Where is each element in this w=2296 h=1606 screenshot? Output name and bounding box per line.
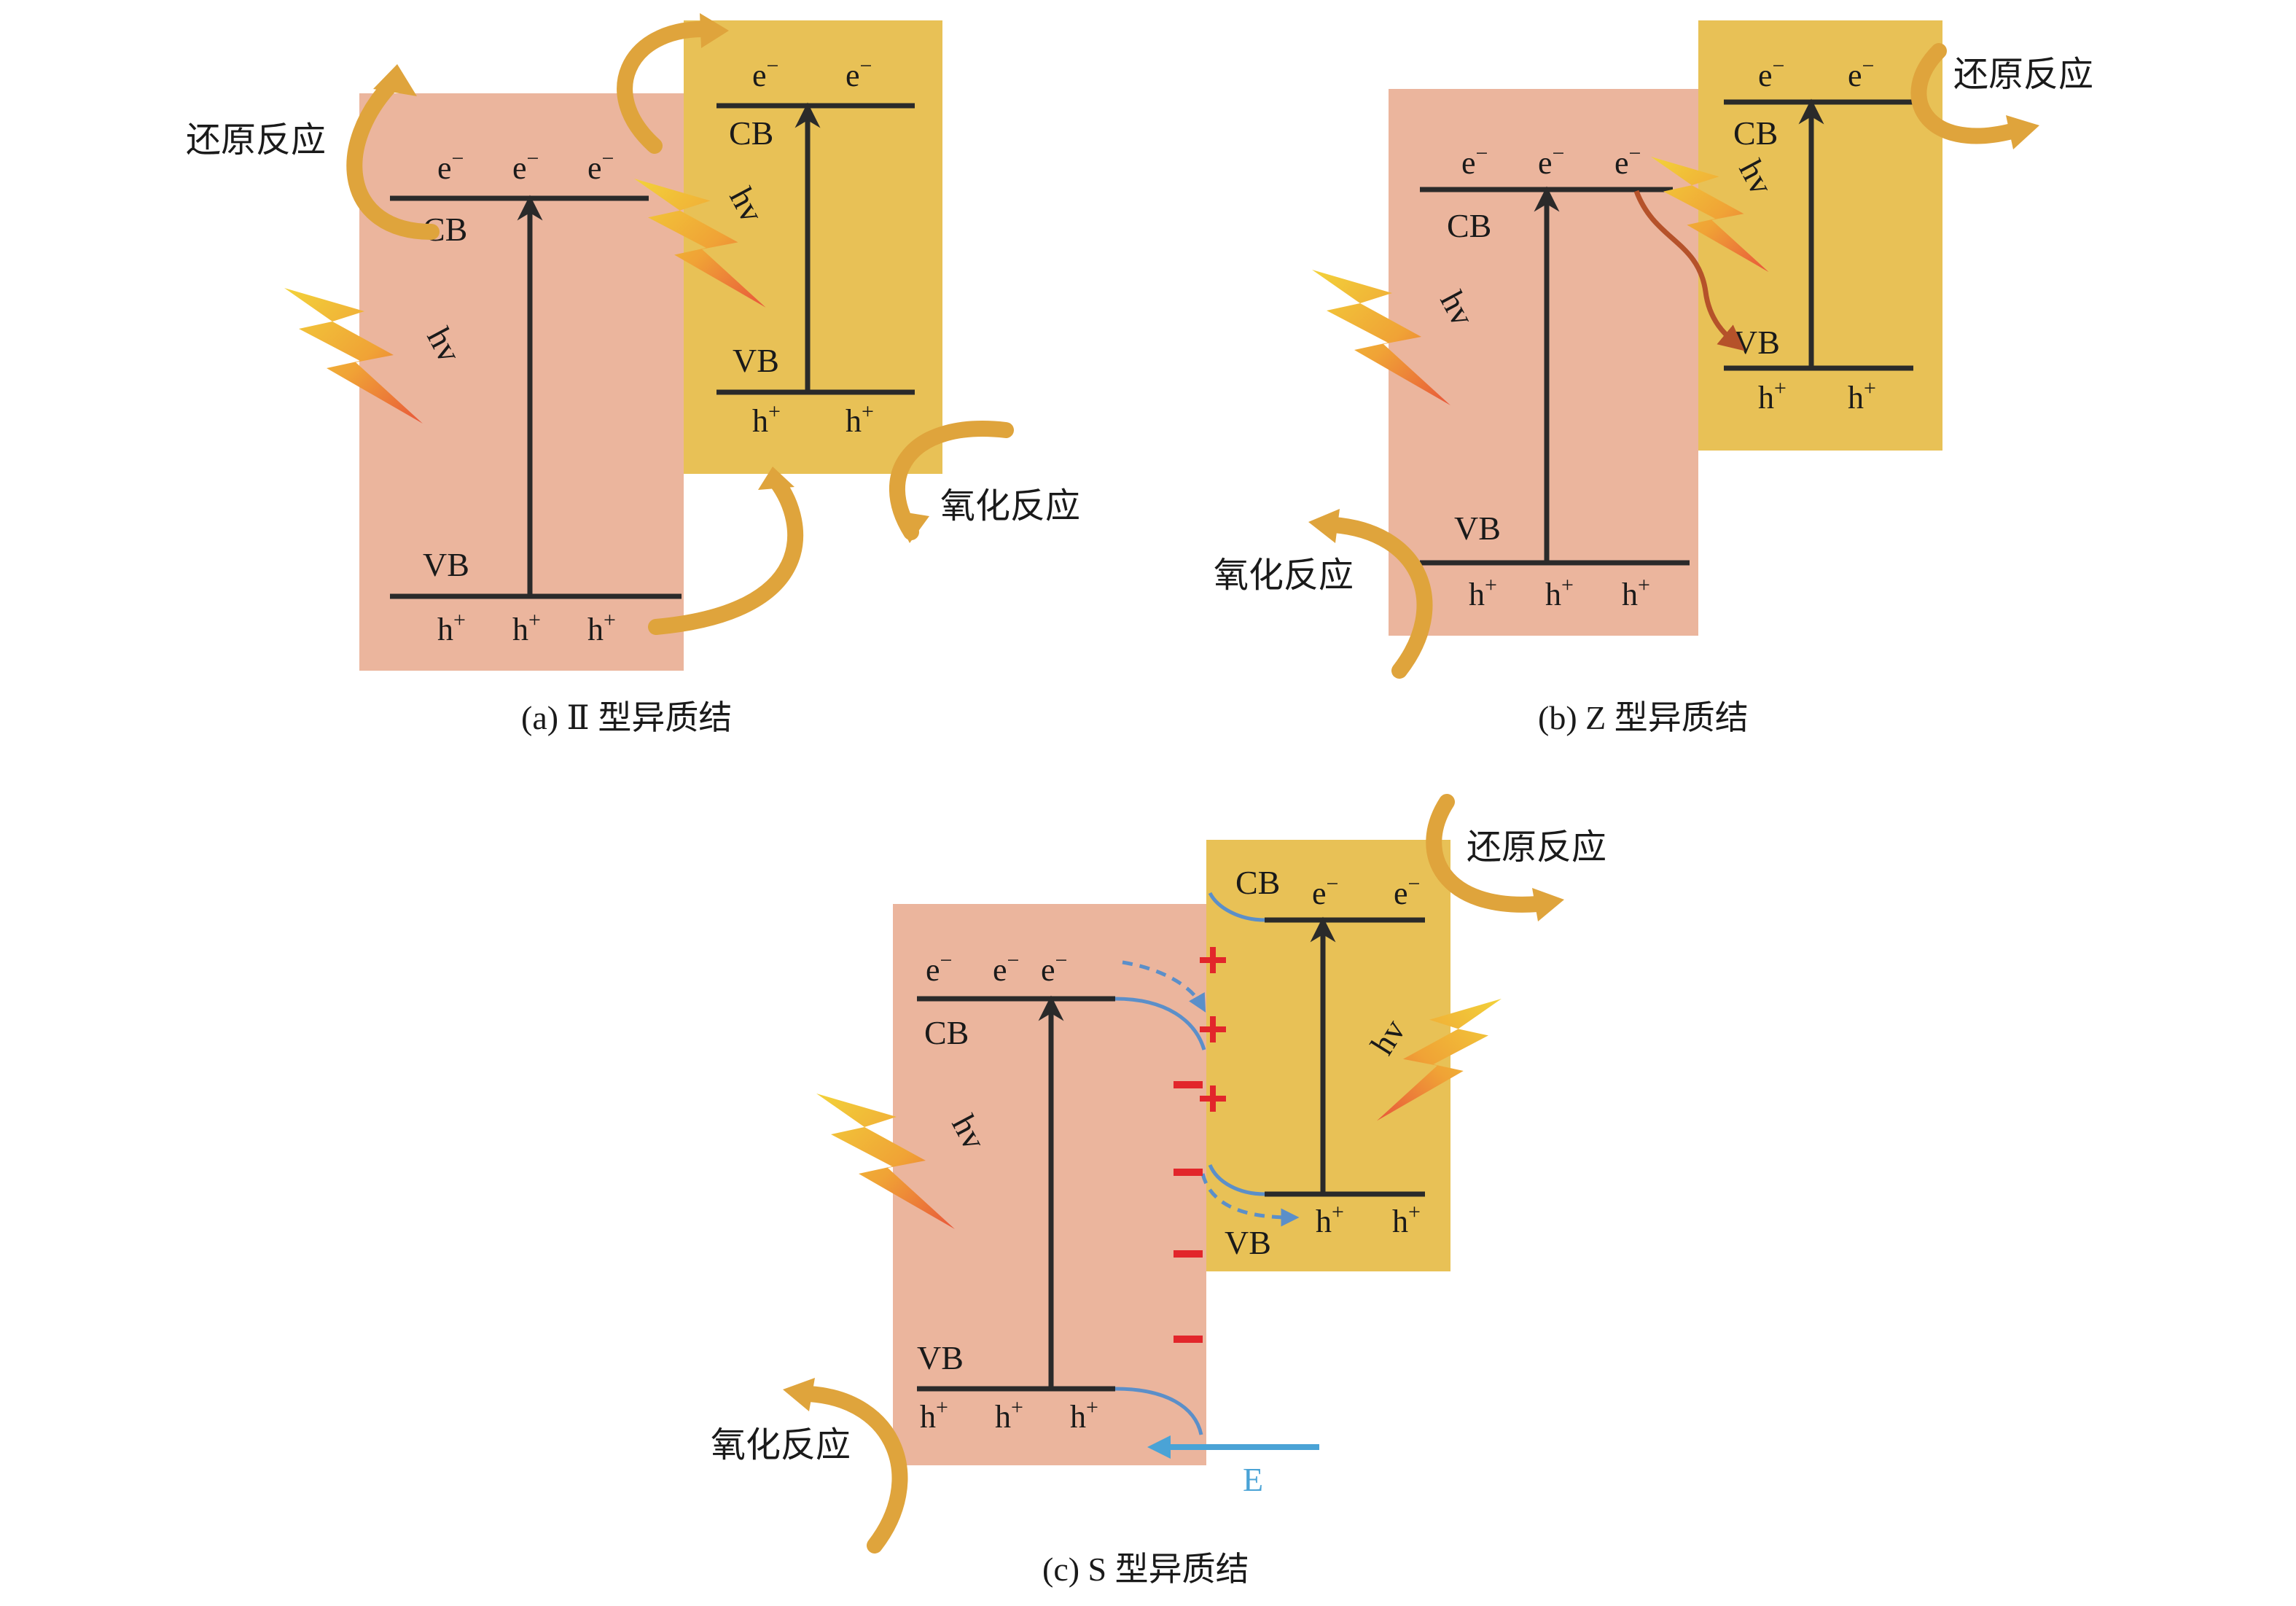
svg-text:e−: e− xyxy=(993,948,1019,988)
svg-text:e−: e− xyxy=(846,54,872,93)
svg-text:e−: e− xyxy=(1614,141,1641,181)
vb-label-right-b: VB xyxy=(1733,324,1780,361)
minus-sign-icon xyxy=(1174,1081,1203,1343)
holes-right-c: h+ h+ xyxy=(1316,1200,1421,1239)
semiconductor-right-b xyxy=(1698,20,1942,451)
caption-c: (c) S 型异质结 xyxy=(1042,1551,1249,1588)
svg-text:h+: h+ xyxy=(1848,376,1876,416)
svg-text:h+: h+ xyxy=(1316,1200,1344,1239)
vb-label-right-c: VB xyxy=(1225,1224,1271,1261)
svg-text:e−: e− xyxy=(587,147,614,186)
reduction-label-c: 还原反应 xyxy=(1467,828,1606,867)
curved-arrow-icon xyxy=(346,64,440,240)
svg-text:h+: h+ xyxy=(1545,573,1574,612)
vb-label-left-c: VB xyxy=(917,1339,964,1376)
cb-label-right-b: CB xyxy=(1733,114,1778,152)
svg-text:e−: e− xyxy=(1758,54,1784,93)
cb-label-left-c: CB xyxy=(924,1014,969,1051)
electrons-left-b: e− e− e− xyxy=(1461,141,1641,181)
caption-a: (a) Ⅱ 型异质结 xyxy=(521,699,732,736)
curved-arrow-icon xyxy=(648,467,804,635)
field-label-c: E xyxy=(1243,1461,1263,1498)
curved-arrow-icon xyxy=(617,13,729,154)
band-bending xyxy=(1114,892,1300,1435)
svg-text:e−: e− xyxy=(752,54,778,93)
semiconductor-right-a xyxy=(684,20,942,474)
panel-c: e− e− e− CB VB h+ h+ h+ CB e− e− h+ h+ V… xyxy=(711,794,1606,1588)
svg-text:h+: h+ xyxy=(512,608,541,647)
svg-text:e−: e− xyxy=(1848,54,1874,93)
holes-right-a: h+ h+ xyxy=(752,399,874,439)
svg-text:e−: e− xyxy=(926,948,952,988)
holes-left-c: h+ h+ h+ xyxy=(920,1395,1098,1435)
svg-text:e−: e− xyxy=(1394,872,1420,911)
oxidation-label-c: 氧化反应 xyxy=(711,1426,851,1465)
svg-text:e−: e− xyxy=(1461,141,1488,181)
reduction-label-a: 还原反应 xyxy=(186,121,326,160)
svg-text:h+: h+ xyxy=(1392,1200,1421,1239)
oxidation-label-a: 氧化反应 xyxy=(940,487,1080,526)
semiconductor-left-b xyxy=(1389,89,1698,636)
caption-b: (b) Z 型异质结 xyxy=(1538,699,1749,736)
panel-a: e− e− e− CB VB h+ h+ h+ e− e− CB VB h+ h… xyxy=(186,13,1080,736)
svg-text:h+: h+ xyxy=(752,399,781,439)
oxidation-label-b: 氧化反应 xyxy=(1214,556,1354,595)
electrons-right-c: e− e− xyxy=(1312,872,1420,911)
curved-arrow-icon xyxy=(1910,43,2039,149)
semiconductor-left-a xyxy=(359,93,684,671)
vb-label-left-a: VB xyxy=(423,546,469,583)
cb-label-right-c: CB xyxy=(1235,864,1280,901)
svg-text:e−: e− xyxy=(1041,948,1067,988)
holes-right-b: h+ h+ xyxy=(1758,376,1876,416)
reduction-label-b: 还原反应 xyxy=(1953,55,2093,94)
panel-b: e− e− e− CB VB h+ h+ h+ e− e− CB VB h+ h… xyxy=(1214,20,2093,736)
electrons-left-c: e− e− e− xyxy=(926,948,1067,988)
svg-text:h+: h+ xyxy=(1622,573,1650,612)
cb-label-right-a: CB xyxy=(729,114,773,152)
svg-text:h+: h+ xyxy=(1758,376,1787,416)
curved-arrow-icon xyxy=(1426,794,1564,921)
electrons-right-b: e− e− xyxy=(1758,54,1874,93)
plus-sign-icon xyxy=(1200,947,1226,1112)
svg-text:h+: h+ xyxy=(995,1395,1023,1435)
curved-arrow-icon xyxy=(889,421,1014,543)
svg-text:h+: h+ xyxy=(920,1395,948,1435)
cb-label-left-b: CB xyxy=(1447,207,1491,244)
curved-arrow-icon xyxy=(783,1378,908,1554)
svg-text:h+: h+ xyxy=(846,399,874,439)
svg-text:h+: h+ xyxy=(587,608,616,647)
svg-text:e−: e− xyxy=(437,147,464,186)
electron-transfer-arrow xyxy=(1633,190,1745,351)
svg-text:e−: e− xyxy=(1312,872,1338,911)
svg-text:h+: h+ xyxy=(437,608,466,647)
curved-arrow-icon xyxy=(1308,509,1433,679)
svg-text:h+: h+ xyxy=(1469,573,1497,612)
vb-label-right-a: VB xyxy=(733,342,779,379)
svg-text:h+: h+ xyxy=(1070,1395,1098,1435)
electrons-left-a: e− e− e− xyxy=(437,147,614,186)
svg-text:e−: e− xyxy=(512,147,539,186)
electrons-right-a: e− e− xyxy=(752,54,872,93)
svg-text:e−: e− xyxy=(1538,141,1564,181)
vb-label-left-b: VB xyxy=(1454,510,1501,547)
holes-left-b: h+ h+ h+ xyxy=(1469,573,1650,612)
holes-left-a: h+ h+ h+ xyxy=(437,608,616,647)
